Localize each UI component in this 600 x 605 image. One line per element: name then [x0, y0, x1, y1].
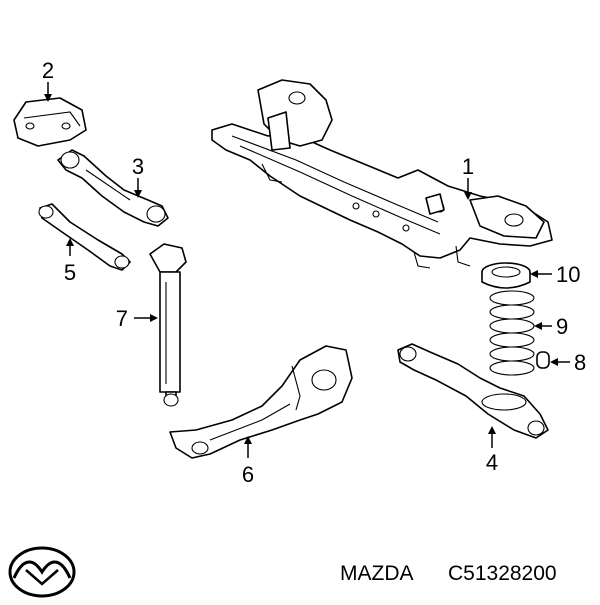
- caption-part-number: C51328200: [448, 562, 557, 585]
- trailing-arm-part: [169, 345, 353, 459]
- spring-seat-part: [481, 262, 531, 289]
- coil-spring-part: [489, 290, 535, 376]
- upper-arm-part: [57, 149, 169, 227]
- callout-10: 10: [556, 262, 580, 287]
- mazda-logo-icon: [8, 546, 76, 598]
- bump-stop-part: [536, 351, 550, 369]
- lateral-link-part: [38, 203, 131, 271]
- callout-9: 9: [556, 314, 568, 339]
- callout-4: 4: [486, 450, 498, 475]
- callout-7: 7: [116, 306, 128, 331]
- shock-absorber-part: [149, 243, 187, 407]
- bracket-plate-part: [13, 97, 87, 147]
- lower-arm-part: [397, 343, 549, 439]
- callout-6: 6: [242, 462, 254, 487]
- leader-lines: [44, 82, 570, 458]
- caption-brand: MAZDA: [340, 562, 414, 585]
- callout-5: 5: [64, 260, 76, 285]
- callout-1: 1: [462, 154, 474, 179]
- subframe-part: [211, 79, 553, 269]
- callout-3: 3: [132, 154, 144, 179]
- callout-8: 8: [574, 350, 586, 375]
- callout-2: 2: [42, 58, 54, 83]
